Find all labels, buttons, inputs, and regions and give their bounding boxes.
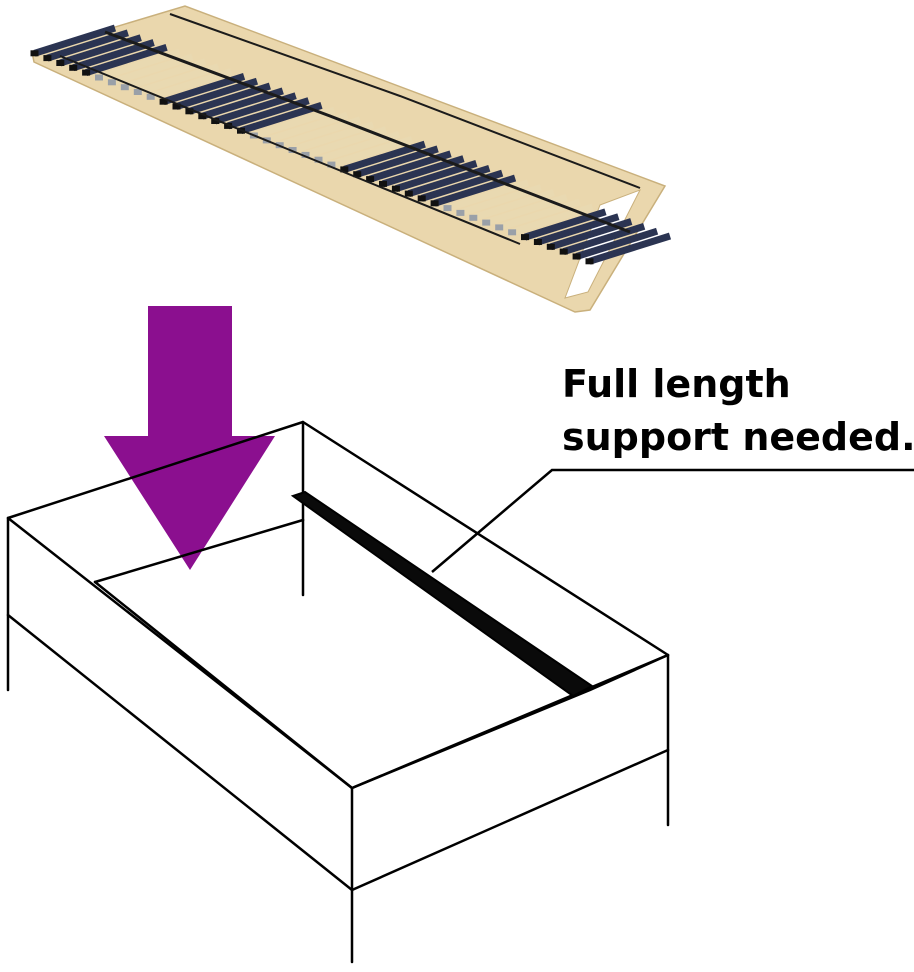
slat-holder [546,243,555,250]
slat-holder [120,84,129,91]
slat [278,116,362,149]
bed-frame-inner-right-rim [350,653,670,790]
slat-holder [585,258,594,265]
slat-holder [327,161,336,168]
bed-frame-front-side-bottom [350,748,670,892]
slat-holder [185,108,194,115]
slats-group [30,24,672,265]
slat-holder [366,176,375,183]
slat-holder [95,74,103,81]
slat [239,102,323,135]
slat-holder [211,118,220,124]
slat [265,111,349,144]
slat-holder [30,50,39,57]
bed-frame-box-icon [6,420,670,964]
slat-frame-opening [564,189,642,299]
slat-holder [314,156,323,163]
slatted-bed-base-icon [30,5,672,313]
slat [188,82,271,115]
slat-holder [353,171,362,178]
slat-holder [430,200,439,207]
slat-holder [198,113,207,120]
slat-holder [301,151,310,158]
slat [149,68,233,101]
slat [562,222,646,255]
bed-frame-top-rim [6,420,670,790]
bed-frame-inner-back [93,518,305,584]
slat-holder [56,60,65,66]
slat [575,227,659,260]
slat [588,232,672,265]
slat [252,106,336,139]
slat-holder [391,185,400,192]
slat-strap-1 [104,30,631,234]
slat-holder [456,209,465,216]
callout-leader-line [431,468,914,573]
slat-holder [482,219,491,226]
slat-holder [508,229,517,236]
slat-holder [288,147,297,153]
slat-holder [82,69,91,76]
slat-holder [469,214,478,221]
slat-holder [495,224,504,231]
slat-holder [224,122,233,129]
bed-frame-left-side-bottom [6,613,354,892]
down-arrow-icon [104,306,275,570]
slat-holder [533,239,542,245]
slat-holder [43,55,52,62]
slat [201,87,284,120]
slat [123,58,207,91]
slat-strap-3 [59,55,521,245]
slat [97,48,181,81]
slat-holder [572,253,581,260]
slat-holder [443,205,452,212]
callout-text-line2: support needed. [562,415,914,459]
slat [162,73,246,106]
slat-holder [404,190,413,197]
slat-holder [559,248,568,255]
slat [136,63,220,96]
slat [214,92,297,125]
slat [175,77,259,110]
slat-holder [521,234,529,241]
center-support-beam [290,490,594,698]
callout-text-line1: Full length [562,362,791,406]
bed-frame-inner-front [93,580,354,790]
slat-holder [340,166,349,173]
slat-holder [107,79,116,86]
slat-holder [146,93,155,100]
slat [227,97,310,130]
slat-holder [172,103,181,110]
slat-holder [379,180,387,187]
slat-holder [159,98,168,105]
slat [33,24,117,57]
slat-holder [417,195,426,202]
slat-holder [69,64,78,71]
slat-strap-2 [169,13,641,189]
slat-holder [133,89,142,95]
